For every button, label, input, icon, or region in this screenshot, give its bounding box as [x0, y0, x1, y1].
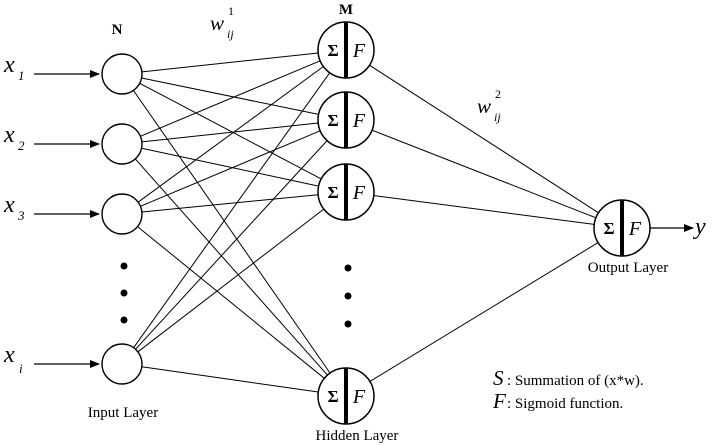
svg-text:i: i	[19, 361, 23, 376]
input-count-label: N	[112, 22, 123, 38]
hidden-neuron-1: Σ F	[317, 21, 375, 79]
connection-input-hidden	[141, 52, 319, 73]
connection-input-hidden	[133, 72, 331, 348]
svg-text:F: F	[352, 110, 366, 132]
svg-text:w: w	[477, 94, 491, 118]
svg-text:3: 3	[17, 208, 25, 223]
connection-input-hidden	[141, 194, 319, 213]
output-neuron: Σ F	[593, 199, 651, 257]
svg-text:ij: ij	[227, 27, 234, 41]
input-x2: x 2	[3, 122, 25, 153]
connection-input-hidden	[137, 226, 325, 379]
output-variable: y	[693, 214, 706, 240]
svg-text:x: x	[3, 342, 15, 368]
svg-text:x: x	[3, 122, 15, 148]
hidden-ellipsis-dot	[344, 264, 352, 272]
connection-hidden-output	[373, 195, 595, 225]
hidden-ellipsis-dot	[344, 292, 352, 300]
svg-text:Σ: Σ	[603, 219, 614, 238]
input-node-2	[101, 123, 143, 165]
svg-text:Σ: Σ	[327, 111, 338, 130]
input-x3: x 3	[3, 192, 25, 223]
svg-text:w: w	[210, 11, 224, 35]
svg-text:: Summation of (x*w).: : Summation of (x*w).	[507, 373, 644, 389]
svg-text:F: F	[352, 182, 366, 204]
connection-input-hidden	[141, 122, 319, 143]
connection-input-hidden	[135, 140, 328, 350]
hidden-output-connections	[369, 64, 599, 382]
svg-text:F: F	[352, 386, 366, 408]
svg-text:x: x	[3, 52, 15, 78]
connection-input-hidden	[141, 147, 319, 187]
hidden-layer-label: Hidden Layer	[316, 428, 399, 444]
connection-input-hidden	[134, 158, 328, 376]
hidden-neuron-3: Σ F	[317, 163, 375, 221]
svg-text:1: 1	[18, 68, 25, 83]
hidden-neuron-m: Σ F	[317, 367, 375, 425]
input-x1: x 1	[3, 52, 25, 83]
svg-text:F: F	[352, 40, 366, 62]
input-ellipsis-dot	[120, 262, 128, 270]
legend-item-sigmoid: F : Sigmoid function.	[492, 389, 623, 413]
connection-hidden-output	[369, 64, 599, 214]
hidden-neuron-2: Σ F	[317, 91, 375, 149]
input-xi: x i	[3, 342, 23, 376]
input-node-i	[101, 343, 143, 385]
weights-1-label: w 1 ij	[210, 4, 234, 41]
connection-input-hidden	[141, 77, 319, 115]
input-node-1	[101, 53, 143, 95]
legend: S : Summation of (x*w). F : Sigmoid func…	[492, 366, 644, 413]
connection-input-hidden	[137, 208, 325, 353]
connection-input-hidden	[139, 82, 322, 180]
svg-text:: Sigmoid function.: : Sigmoid function.	[507, 396, 623, 412]
svg-text:Σ: Σ	[327, 387, 338, 406]
input-ellipsis-dot	[120, 289, 128, 297]
input-ellipsis-dot	[120, 316, 128, 324]
svg-text:F: F	[628, 218, 642, 240]
hidden-count-label: M	[339, 2, 353, 18]
svg-text:Σ: Σ	[327, 183, 338, 202]
svg-text:S: S	[493, 366, 504, 390]
input-node-3	[101, 193, 143, 235]
svg-text:Σ: Σ	[327, 41, 338, 60]
svg-text:2: 2	[18, 138, 25, 153]
weights-2-label: w 2 ij	[477, 87, 501, 124]
connection-hidden-output	[371, 129, 597, 219]
legend-item-summation: S : Summation of (x*w).	[493, 366, 644, 390]
svg-text:2: 2	[495, 87, 501, 101]
svg-text:x: x	[3, 192, 15, 218]
input-layer-label: Input Layer	[88, 405, 158, 421]
connection-hidden-output	[369, 242, 599, 382]
svg-text:ij: ij	[494, 110, 501, 124]
connection-input-hidden	[141, 366, 319, 393]
connection-input-hidden	[132, 90, 331, 374]
connection-input-hidden	[137, 66, 324, 203]
hidden-ellipsis-dot	[344, 320, 352, 328]
connection-input-hidden	[140, 60, 321, 137]
svg-text:1: 1	[228, 4, 234, 18]
output-layer-label: Output Layer	[588, 260, 668, 276]
connection-input-hidden	[140, 130, 321, 207]
svg-text:F: F	[492, 389, 506, 413]
input-hidden-connections	[132, 52, 331, 393]
